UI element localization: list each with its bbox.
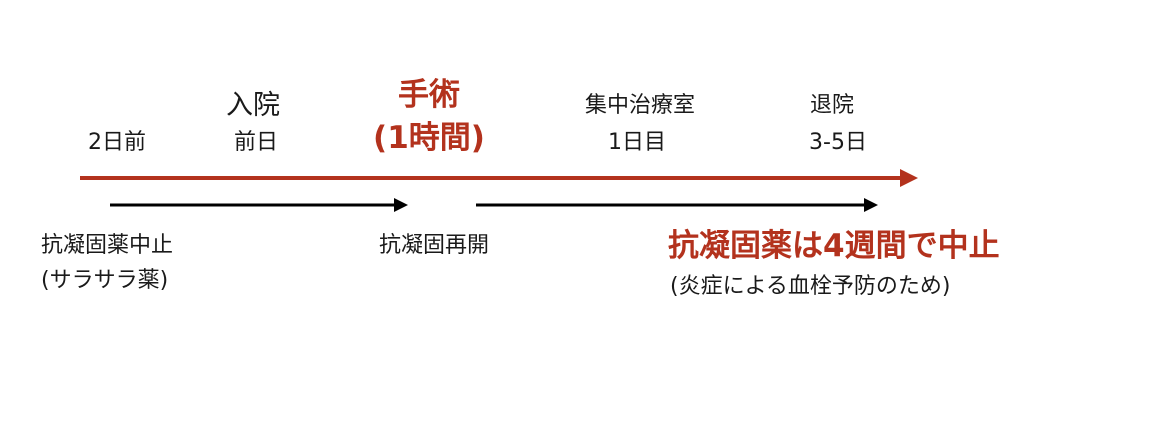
main-timeline-arrow-head: [900, 169, 918, 187]
stage-icu-day: 1日目: [608, 130, 666, 155]
note-anticoagulant-4weeks: 抗凝固薬は4週間で中止: [668, 228, 1000, 264]
note-anticoagulant-4weeks-reason: (炎症による血栓予防のため): [670, 274, 951, 299]
stage-surgery-title: 手術: [398, 77, 460, 113]
postop-period-arrow-head: [864, 198, 878, 212]
note-anticoagulant-resume: 抗凝固再開: [379, 233, 490, 258]
stage-discharge-title: 退院: [809, 93, 855, 118]
note-anticoagulant-stop: 抗凝固薬中止: [41, 233, 174, 258]
stage-admission-title: 入院: [226, 90, 280, 121]
stage-surgery-duration: (1時間): [373, 120, 485, 156]
preop-period-arrow-head: [394, 198, 408, 212]
stage-icu-title: 集中治療室: [584, 93, 696, 118]
stage-discharge-day: 3-5日: [809, 130, 867, 155]
stage-admission-day: 前日: [233, 130, 279, 155]
note-anticoagulant-stop-desc: (サラサラ薬): [41, 268, 169, 293]
stage-2days-before: 2日前: [88, 130, 146, 155]
